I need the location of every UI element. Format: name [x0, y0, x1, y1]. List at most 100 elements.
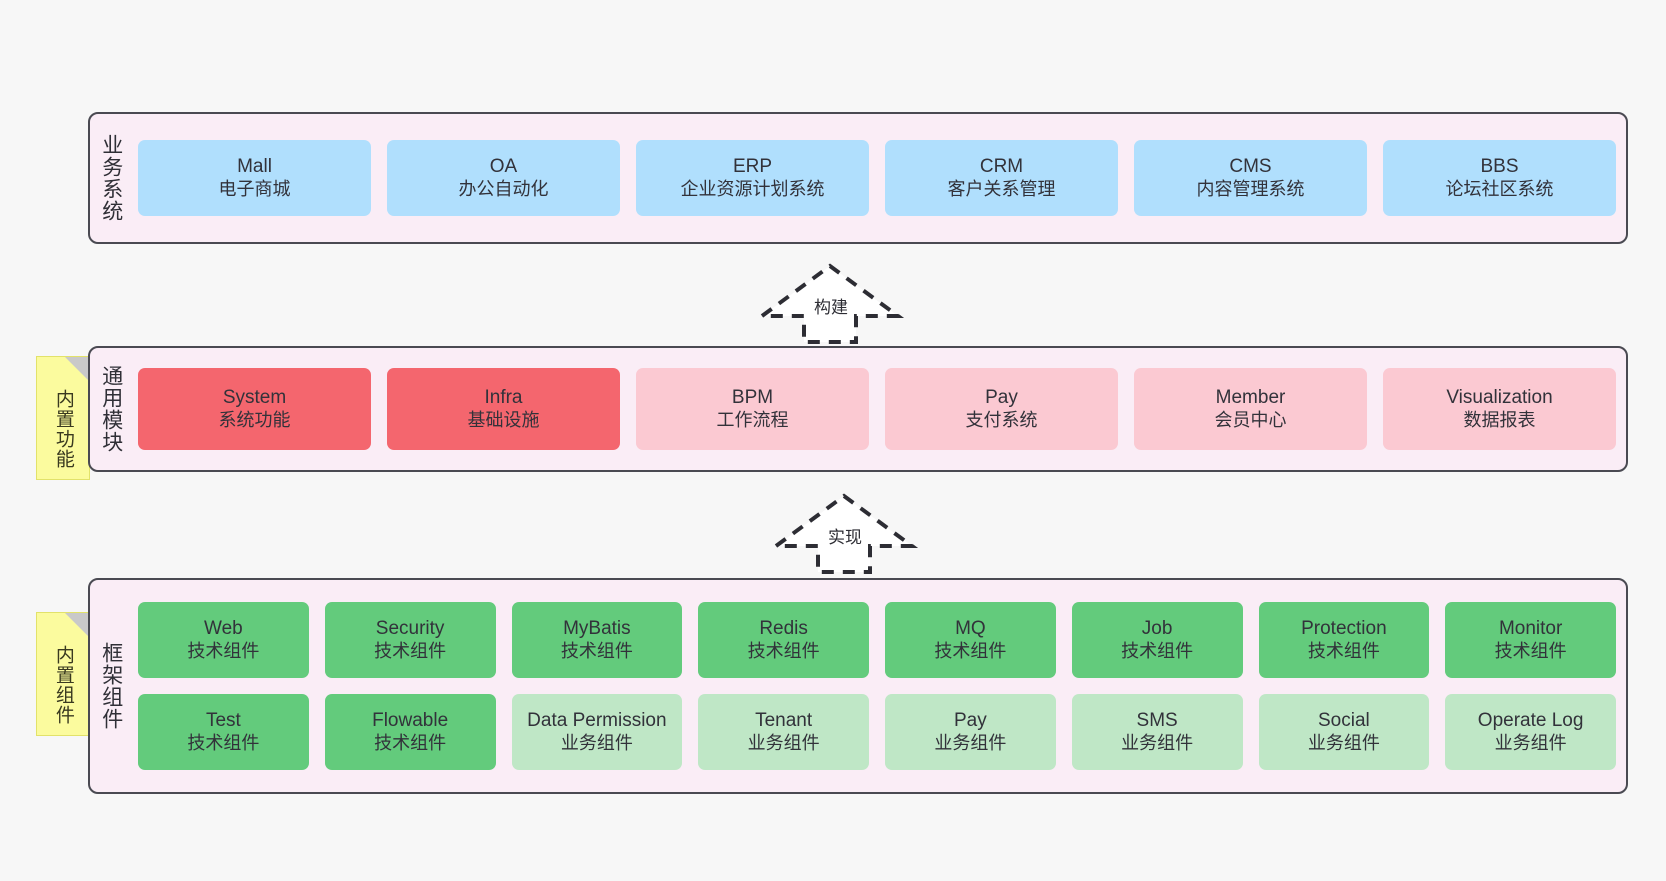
card-title-cn: 技术组件 [1121, 640, 1194, 661]
card-erp[interactable]: ERP 企业资源计划系统 [636, 140, 869, 216]
card-pay-component[interactable]: Pay 业务组件 [885, 694, 1056, 770]
card-row: Mall 电子商城 OA 办公自动化 ERP 企业资源计划系统 CRM 客户关系… [138, 140, 1616, 216]
card-oa[interactable]: OA 办公自动化 [387, 140, 620, 216]
card-test[interactable]: Test 技术组件 [138, 694, 309, 770]
card-title-cn: 业务组件 [1121, 732, 1194, 753]
card-title-en: Redis [759, 618, 808, 640]
card-title-en: ERP [732, 156, 773, 178]
card-title-en: CMS [1229, 156, 1272, 178]
card-data-permission[interactable]: Data Permission 业务组件 [511, 694, 683, 770]
card-title-en: Social [1318, 710, 1370, 732]
card-title-cn: 业务组件 [560, 732, 633, 753]
card-visualization[interactable]: Visualization 数据报表 [1383, 368, 1616, 450]
card-title-en: Operate Log [1477, 710, 1584, 732]
layer-title-business-system: 业务系统 [99, 134, 123, 222]
card-operate-log[interactable]: Operate Log 业务组件 [1445, 694, 1616, 770]
card-title-cn: 技术组件 [934, 640, 1007, 661]
card-title-cn: 会员中心 [1214, 409, 1287, 430]
layer-title-common-module: 通用模块 [99, 365, 123, 453]
layer-body-business-system: Mall 电子商城 OA 办公自动化 ERP 企业资源计划系统 CRM 客户关系… [132, 114, 1626, 242]
tag-label: 内置组件 [52, 645, 74, 725]
card-tenant[interactable]: Tenant 业务组件 [698, 694, 869, 770]
card-row: Web 技术组件 Security 技术组件 MyBatis 技术组件 Redi… [138, 602, 1616, 678]
layer-body-common-module: System 系统功能 Infra 基础设施 BPM 工作流程 Pay 支付系统… [132, 348, 1626, 470]
arrow-build [755, 263, 905, 344]
card-title-en: BPM [731, 387, 774, 409]
card-title-cn: 客户关系管理 [947, 178, 1056, 199]
card-title-cn: 支付系统 [965, 409, 1038, 430]
card-title-cn: 技术组件 [374, 732, 447, 753]
card-bpm[interactable]: BPM 工作流程 [636, 368, 869, 450]
card-title-cn: 业务组件 [1494, 732, 1567, 753]
card-title-en: Visualization [1446, 387, 1553, 409]
card-title-cn: 业务组件 [1307, 732, 1380, 753]
card-title-en: Mall [237, 156, 272, 178]
card-crm[interactable]: CRM 客户关系管理 [885, 140, 1118, 216]
card-title-cn: 系统功能 [218, 409, 291, 430]
card-title-en: Web [204, 618, 243, 640]
card-bbs[interactable]: BBS 论坛社区系统 [1383, 140, 1616, 216]
card-title-cn: 技术组件 [187, 640, 260, 661]
card-title-cn: 技术组件 [1494, 640, 1567, 661]
card-monitor[interactable]: Monitor 技术组件 [1445, 602, 1616, 678]
card-title-cn: 技术组件 [1307, 640, 1380, 661]
card-security[interactable]: Security 技术组件 [324, 602, 496, 678]
arrow-implement-shape [769, 493, 919, 574]
card-title-cn: 企业资源计划系统 [680, 178, 825, 199]
layer-common-module: 通用模块 System 系统功能 Infra 基础设施 BPM 工作流程 Pay… [88, 346, 1628, 472]
card-member[interactable]: Member 会员中心 [1134, 368, 1367, 450]
card-title-en: Protection [1301, 618, 1387, 640]
arrow-implement-label: 实现 [828, 528, 862, 547]
card-mybatis[interactable]: MyBatis 技术组件 [511, 602, 683, 678]
card-title-en: Pay [954, 710, 987, 732]
card-title-en: Member [1215, 387, 1286, 409]
card-flowable[interactable]: Flowable 技术组件 [324, 694, 496, 770]
card-mall[interactable]: Mall 电子商城 [138, 140, 371, 216]
card-title-cn: 内容管理系统 [1196, 178, 1305, 199]
card-row: System 系统功能 Infra 基础设施 BPM 工作流程 Pay 支付系统… [138, 368, 1616, 450]
layer-body-framework-component: Web 技术组件 Security 技术组件 MyBatis 技术组件 Redi… [132, 580, 1626, 792]
card-infra[interactable]: Infra 基础设施 [387, 368, 620, 450]
card-mq[interactable]: MQ 技术组件 [885, 602, 1056, 678]
tag-builtin-feature: 内置功能 [36, 356, 90, 480]
card-title-en: System [222, 387, 287, 409]
card-web[interactable]: Web 技术组件 [138, 602, 309, 678]
tag-label: 内置功能 [52, 389, 74, 469]
card-title-cn: 基础设施 [467, 409, 540, 430]
card-system[interactable]: System 系统功能 [138, 368, 371, 450]
card-title-cn: 论坛社区系统 [1445, 178, 1554, 199]
card-title-cn: 业务组件 [934, 732, 1007, 753]
card-title-en: Pay [985, 387, 1018, 409]
card-title-cn: 技术组件 [560, 640, 633, 661]
card-redis[interactable]: Redis 技术组件 [698, 602, 869, 678]
layer-business-system: 业务系统 Mall 电子商城 OA 办公自动化 ERP 企业资源计划系统 CRM… [88, 112, 1628, 244]
card-title-en: Monitor [1498, 618, 1563, 640]
layer-title-framework-component: 框架组件 [99, 642, 123, 730]
card-title-cn: 电子商城 [218, 178, 291, 199]
card-title-en: BBS [1480, 156, 1519, 178]
layer-framework-component: 框架组件 Web 技术组件 Security 技术组件 MyBatis 技术组件… [88, 578, 1628, 794]
card-title-cn: 数据报表 [1463, 409, 1536, 430]
card-title-cn: 技术组件 [187, 732, 260, 753]
card-title-en: Tenant [755, 710, 813, 732]
card-job[interactable]: Job 技术组件 [1071, 602, 1243, 678]
card-row: Test 技术组件 Flowable 技术组件 Data Permission … [138, 694, 1616, 770]
card-social[interactable]: Social 业务组件 [1258, 694, 1430, 770]
arrow-implement [769, 493, 919, 574]
arrow-build-label: 构建 [814, 298, 848, 317]
card-title-cn: 业务组件 [747, 732, 820, 753]
card-pay-module[interactable]: Pay 支付系统 [885, 368, 1118, 450]
card-cms[interactable]: CMS 内容管理系统 [1134, 140, 1367, 216]
card-title-en: Infra [484, 387, 523, 409]
card-title-en: Test [205, 710, 241, 732]
card-title-en: Data Permission [527, 710, 667, 732]
card-title-en: Flowable [372, 710, 449, 732]
card-sms[interactable]: SMS 业务组件 [1071, 694, 1243, 770]
card-title-en: Security [375, 618, 445, 640]
card-title-en: MQ [955, 618, 986, 640]
card-title-en: Job [1141, 618, 1173, 640]
card-title-en: SMS [1136, 710, 1178, 732]
card-protection[interactable]: Protection 技术组件 [1258, 602, 1430, 678]
tag-builtin-component: 内置组件 [36, 612, 90, 736]
